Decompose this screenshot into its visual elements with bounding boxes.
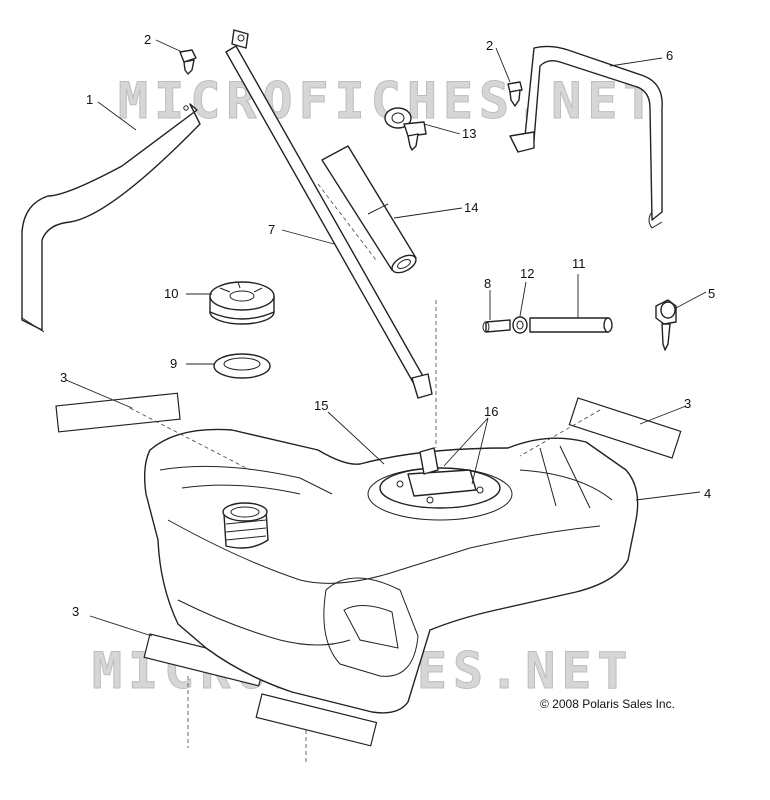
callout-1: 1 [86, 92, 93, 107]
callout-4: 4 [704, 486, 711, 501]
part-7-vent-line [225, 29, 433, 399]
callout-3-right: 3 [684, 396, 691, 411]
copyright-notice: © 2008 Polaris Sales Inc. [540, 697, 675, 711]
callout-3-left: 3 [60, 370, 67, 385]
callout-10: 10 [164, 286, 178, 301]
callout-5: 5 [708, 286, 715, 301]
callout-2-left: 2 [144, 32, 151, 47]
callout-6: 6 [666, 48, 673, 63]
callout-3-bottom: 3 [72, 604, 79, 619]
callout-12: 12 [520, 266, 534, 281]
callout-8: 8 [484, 276, 491, 291]
part-2-bolt-right [507, 81, 523, 107]
part-14-sleeve [321, 145, 417, 274]
callout-15: 15 [314, 398, 328, 413]
part-6-right-strap [509, 45, 663, 229]
part-3-pad-left [55, 392, 181, 433]
part-12-clamp [512, 316, 528, 334]
part-3-pad-bottom-center [255, 693, 378, 747]
callout-7: 7 [268, 222, 275, 237]
part-8-hose [482, 319, 511, 333]
leader-lines [65, 39, 707, 637]
callout-16: 16 [484, 404, 498, 419]
part-3-pad-right [568, 397, 682, 459]
callout-11: 11 [572, 256, 586, 271]
part-1-left-strap [21, 103, 201, 333]
part-5-fitting [655, 299, 677, 351]
callout-9: 9 [170, 356, 177, 371]
callout-2-right: 2 [486, 38, 493, 53]
callout-13: 13 [462, 126, 476, 141]
part-11-hose [529, 317, 613, 333]
part-13-clip [384, 107, 427, 151]
watermark-top: MICROFICHES.NET [118, 72, 660, 130]
part-4-fuel-tank [143, 428, 639, 714]
assembly-lines [129, 183, 601, 762]
callout-14: 14 [464, 200, 478, 215]
part-9-gasket [213, 353, 271, 379]
part-10-fuel-cap [209, 281, 275, 325]
part-2-bolt-left [179, 49, 197, 75]
